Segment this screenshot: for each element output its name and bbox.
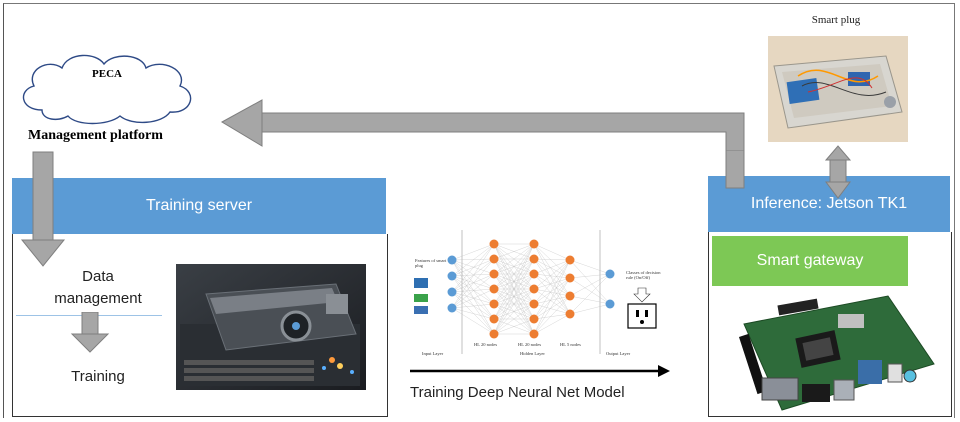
nn-node bbox=[489, 269, 499, 279]
nn-node bbox=[529, 299, 539, 309]
nn-node bbox=[565, 255, 575, 265]
nn-node bbox=[489, 254, 499, 264]
smart-gateway-box: Smart gateway bbox=[712, 236, 908, 286]
training-server-header: Training server bbox=[12, 178, 386, 234]
nn-node bbox=[447, 255, 457, 265]
training-server-label: Training server bbox=[145, 197, 253, 214]
return-arrow-head bbox=[220, 99, 263, 147]
nn-arrow-head bbox=[658, 365, 670, 377]
nn-node bbox=[489, 299, 499, 309]
nn-node bbox=[605, 269, 615, 279]
nn-node bbox=[529, 254, 539, 264]
diagram-frame bbox=[3, 3, 955, 418]
nn-node bbox=[489, 329, 499, 339]
training-arrow-icon bbox=[70, 312, 110, 353]
nn-node bbox=[489, 284, 499, 294]
nn-caption: Training Deep Neural Net Model bbox=[410, 384, 625, 401]
gpu-server-photo bbox=[176, 264, 366, 390]
smart-plug-title: Smart plug bbox=[811, 14, 861, 26]
nn-node bbox=[529, 284, 539, 294]
nn-node bbox=[529, 269, 539, 279]
nn-node bbox=[447, 271, 457, 281]
nn-layer1: HL 20 nodes bbox=[474, 342, 498, 347]
nn-layer3: HL 5 nodes bbox=[560, 342, 581, 347]
inference-label: Inference: Jetson TK1 bbox=[750, 195, 908, 212]
smart-plug-photo bbox=[768, 36, 908, 142]
nn-input-label: Features of smart plug bbox=[415, 258, 447, 268]
nn-node bbox=[565, 291, 575, 301]
nn-layer2: HL 20 nodes bbox=[518, 342, 542, 347]
cloud-caption: Management platform bbox=[28, 128, 163, 143]
nn-hidden-layer: Hidden Layer bbox=[520, 351, 545, 356]
cloud-name: PECA bbox=[92, 68, 122, 80]
nn-output-label: Classes of decision rule (On/Off) bbox=[626, 270, 661, 280]
nn-node bbox=[489, 239, 499, 249]
smart-gateway-label: Smart gateway bbox=[756, 252, 864, 269]
nn-output-layer: Output Layer bbox=[606, 351, 631, 356]
nn-node bbox=[565, 273, 575, 283]
jetson-board-photo bbox=[738, 294, 938, 412]
peca-cloud-icon bbox=[22, 54, 192, 125]
nn-node bbox=[605, 299, 615, 309]
neural-net-diagram bbox=[412, 230, 674, 358]
nn-node bbox=[447, 287, 457, 297]
nn-node bbox=[529, 329, 539, 339]
nn-input-layer: Input Layer bbox=[422, 351, 444, 356]
nn-node bbox=[529, 314, 539, 324]
nn-node bbox=[489, 314, 499, 324]
nn-node bbox=[447, 303, 457, 313]
training-label: Training bbox=[71, 368, 125, 385]
nn-node bbox=[565, 309, 575, 319]
nn-node bbox=[529, 239, 539, 249]
data-management-label: Data management bbox=[54, 268, 142, 307]
socket-icon bbox=[627, 303, 657, 329]
